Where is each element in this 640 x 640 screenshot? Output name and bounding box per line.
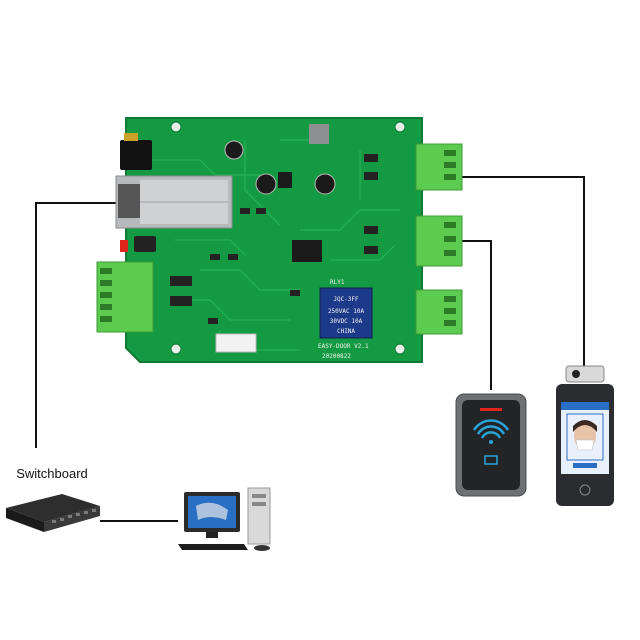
board-date: 20200822 (322, 353, 351, 360)
wire-ethernet-to-switch (35, 202, 118, 448)
wire-board-to-face-terminal (444, 176, 585, 366)
switchboard-label: Switchboard (16, 466, 88, 481)
reset-button (134, 236, 156, 252)
right-terminal-blocks (415, 143, 463, 335)
left-terminal-block (96, 261, 154, 333)
capacitors (224, 140, 336, 195)
dc-power-jack (120, 140, 152, 170)
ic-chip (292, 240, 322, 262)
ethernet-port (115, 175, 233, 229)
desktop-computer-icon (178, 487, 271, 551)
power-led (124, 133, 138, 141)
jumper (170, 296, 192, 306)
relay-spec-3: CHINA (337, 328, 355, 335)
inductor (309, 124, 329, 144)
relay-spec-1: 250VAC 10A (328, 308, 365, 315)
ic-chip-small (278, 172, 292, 188)
relay-spec-2: 30VDC 10A (330, 318, 363, 325)
relay-ref-label: RLY1 (330, 279, 345, 286)
mounting-holes (170, 121, 406, 355)
controller-board: JQC-3FF 250VAC 10A 30VDC 10A CHINA RLY1 … (96, 117, 463, 363)
relay: JQC-3FF 250VAC 10A 30VDC 10A CHINA (319, 287, 373, 339)
smd-components (208, 154, 378, 324)
network-switch-icon (6, 494, 100, 532)
status-led (120, 240, 128, 252)
jumper (170, 276, 192, 286)
rfid-card-reader-icon (455, 393, 527, 497)
relay-brand: JQC-3FF (333, 296, 359, 303)
board-model: EASY-DOOR V2.1 (318, 343, 369, 350)
face-recognition-terminal-icon (556, 365, 614, 506)
white-connector (215, 333, 257, 353)
